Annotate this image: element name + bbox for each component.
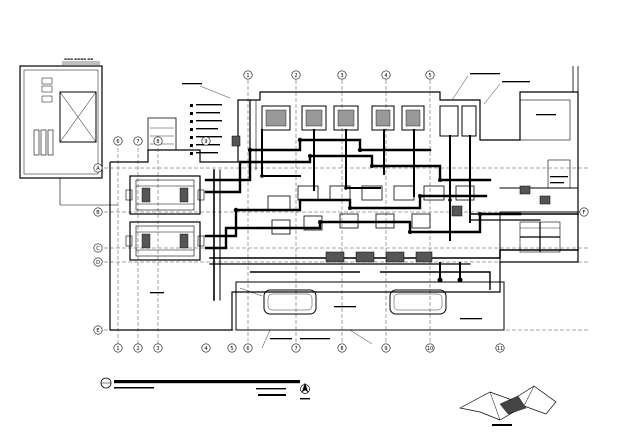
air-handling-units [261,105,477,137]
grid-bottom-11: 11 [497,346,503,352]
grid-top-6: 6 [116,139,119,145]
grid-top-3: 3 [340,73,343,79]
grid-bubbles-bottom [113,343,505,353]
grid-left-a: A [96,166,100,172]
north-arrow-icon [300,382,310,400]
grid-bottom-3: 3 [156,346,159,352]
pipe-fittings [233,137,482,234]
chiller-2 [125,221,205,261]
grid-left-f: F [583,210,586,216]
grid-bottom-5: 5 [230,346,233,352]
grid-top-2: 2 [294,73,297,79]
grid-top-7: 7 [136,139,139,145]
grid-left-c: C [96,246,100,252]
grid-bubbles-left [93,163,589,335]
grid-bottom-7: 7 [294,346,297,352]
chiller-1 [125,175,205,215]
grid-bubbles-top [113,70,435,146]
storage-tanks [250,262,491,315]
annotation-leaders [199,75,560,349]
grid-bottom-6: 6 [246,346,249,352]
grid-top-1: 1 [246,73,249,79]
grid-top-8: 8 [156,139,159,145]
equipment-row [231,135,551,263]
grid-left-d: D [96,260,100,266]
grid-bottom-2: 2 [136,346,139,352]
grid-top-4: 4 [384,73,387,79]
svg-text:▬▬▬ ▬▬▬▬ ▬▬: ▬▬▬ ▬▬▬▬ ▬▬ [64,57,93,61]
grid-left-e: E [96,328,99,334]
pumps [267,185,475,235]
drawing-title-block [100,377,300,396]
key-plan-icon [458,385,557,426]
grid-top-5: 5 [428,73,431,79]
grid-bottom-9: 9 [384,346,387,352]
grid-bottom-1: 1 [116,346,119,352]
grid-bottom-10: 10 [427,346,433,352]
grid-left-b: B [96,210,100,216]
annotation-text-marks [150,73,568,340]
grid-bottom-4: 4 [204,346,207,352]
grid-top-9: 9 [204,139,207,145]
grid-bottom-8: 8 [340,346,343,352]
stair-tower-plan [19,61,118,206]
